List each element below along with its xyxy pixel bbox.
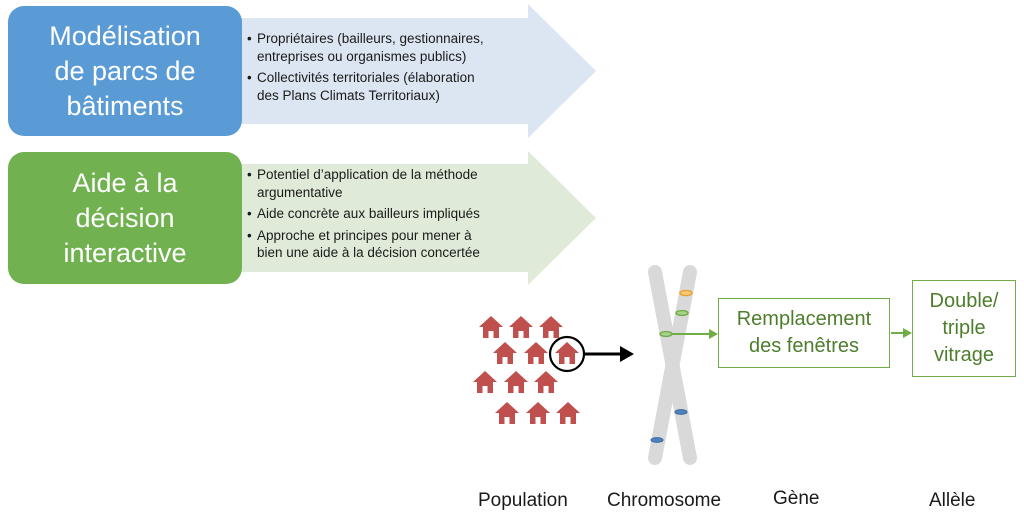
bullet-item: Potentiel d’application de la méthode ar…: [247, 166, 547, 201]
house-icon: [493, 342, 517, 364]
population-houses: [473, 316, 580, 424]
band-green-1: [675, 309, 689, 317]
label-gene: Gène: [773, 488, 820, 509]
house-icon: [539, 316, 563, 338]
bullet-text: entreprises ou organismes publics): [257, 48, 467, 64]
bullet-text: des Plans Climats Territoriaux): [257, 87, 440, 103]
label-population: Population: [478, 490, 568, 511]
house-door: [543, 386, 549, 393]
house-door: [502, 357, 508, 364]
population-arrow-head: [620, 346, 634, 362]
house-door: [518, 331, 524, 338]
label-chromosome: Chromosome: [607, 490, 722, 511]
bullet-text: Approche et principes pour mener à: [257, 227, 472, 243]
bullet-text: Potentiel d’application de la méthode: [257, 167, 478, 182]
block-line: Aide à la: [72, 167, 178, 198]
bullet-text: Collectivités territoriales (élaboration: [257, 70, 475, 85]
house-door: [504, 417, 510, 424]
house-door: [533, 357, 539, 364]
gene-box: Remplacement des fenêtres: [718, 298, 890, 368]
block-line: de parcs de: [54, 55, 196, 86]
house-icon: [555, 342, 579, 364]
house-icon: [504, 371, 528, 393]
allele-box-line: vitrage: [933, 344, 995, 366]
house-door: [482, 386, 488, 393]
allele-arrow-head: [903, 328, 912, 338]
band-blue-2: [650, 437, 664, 443]
label-allele: Allèle: [929, 490, 976, 511]
house-icon: [473, 371, 497, 393]
block-line: décision: [75, 202, 175, 233]
bullet-text: Propriétaires (bailleurs, gestionnaires,: [257, 31, 484, 46]
gene-box-line: des fenêtres: [748, 335, 860, 357]
block-line: interactive: [63, 237, 187, 268]
house-icon: [526, 402, 550, 424]
bullet-item: Approche et principes pour mener à bien …: [247, 227, 547, 262]
gene-box-line: Remplacement: [736, 308, 872, 330]
block-line: Modélisation: [49, 20, 201, 51]
house-icon: [524, 342, 548, 364]
allele-box-line: Double/: [929, 290, 999, 312]
block-modelisation: Modélisation de parcs de bâtiments: [8, 6, 242, 136]
bullet-item: Collectivités territoriales (élaboration…: [247, 69, 547, 104]
house-door: [513, 386, 519, 393]
bullet-text: bien une aide à la décision concertée: [257, 245, 480, 260]
band-blue-1: [674, 409, 688, 415]
bullet-list-1: Propriétaires (bailleurs, gestionnaires,…: [247, 30, 547, 104]
bullet-item: Aide concrète aux bailleurs impliqués: [247, 205, 547, 223]
house-door: [565, 417, 571, 424]
house-icon: [556, 402, 580, 424]
chromosome-arm-2: [648, 265, 697, 465]
house-door: [548, 331, 554, 338]
band-orange: [679, 289, 693, 297]
allele-box: Double/ triple vitrage: [912, 280, 1016, 377]
block-line: bâtiments: [66, 90, 184, 121]
house-icon: [534, 371, 558, 393]
bullet-text: Aide concrète aux bailleurs impliqués: [257, 206, 480, 221]
house-icon: [479, 316, 503, 338]
bullet-item: Propriétaires (bailleurs, gestionnaires,…: [247, 30, 547, 65]
house-icon: [495, 402, 519, 424]
bullet-list-2: Potentiel d’application de la méthode ar…: [247, 166, 547, 262]
band-green-2: [659, 330, 673, 338]
house-door: [488, 331, 494, 338]
block-aide-decision: Aide à la décision interactive: [8, 152, 242, 284]
bullet-text: argumentative: [257, 184, 343, 200]
house-door: [535, 417, 541, 424]
house-icon: [509, 316, 533, 338]
gene-arrow-head: [709, 329, 718, 339]
allele-box-line: triple: [942, 317, 986, 339]
house-door: [564, 357, 570, 364]
